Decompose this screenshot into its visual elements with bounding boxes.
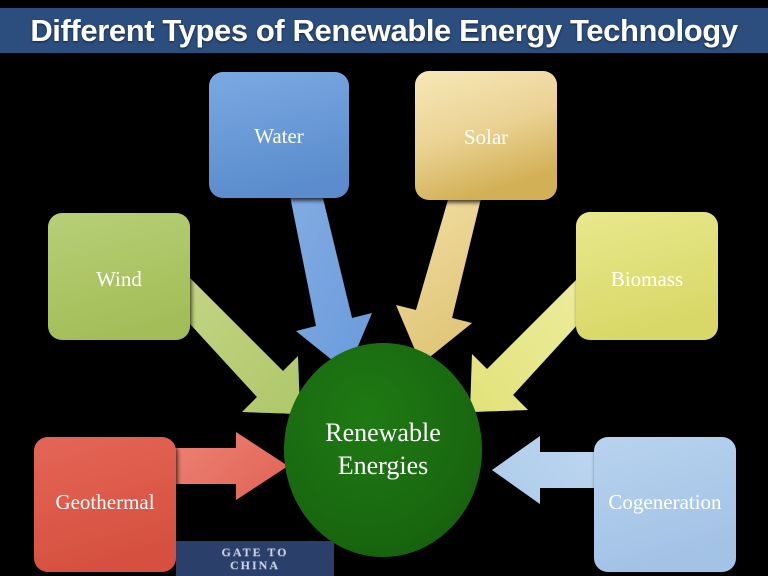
node-label-wind: Wind xyxy=(96,267,142,291)
center-label-line1: Renewable xyxy=(325,418,441,447)
watermark-gate-to-china: GATE TO CHINA xyxy=(176,541,334,576)
node-label-biomass: Biomass xyxy=(611,267,683,291)
node-label-geothermal: Geothermal xyxy=(55,490,154,514)
node-box-cogeneration[interactable]: Cogeneration xyxy=(594,437,736,572)
arrow-biomass-to-center xyxy=(470,278,600,412)
page-title: Different Types of Renewable Energy Tech… xyxy=(30,12,738,48)
center-node-renewable-energies[interactable]: Renewable Energies xyxy=(284,343,482,557)
node-box-biomass[interactable]: Biomass xyxy=(576,212,718,340)
node-box-geothermal[interactable]: Geothermal xyxy=(34,437,176,572)
watermark-line-2: CHINA xyxy=(229,557,280,572)
node-label-water: Water xyxy=(254,124,304,148)
node-box-wind[interactable]: Wind xyxy=(48,213,190,340)
center-label-line2: Energies xyxy=(338,451,429,480)
node-box-solar[interactable]: Solar xyxy=(415,71,557,200)
title-banner: Different Types of Renewable Energy Tech… xyxy=(0,8,768,53)
node-label-solar: Solar xyxy=(464,125,508,149)
arrow-wind-to-center xyxy=(168,278,300,414)
node-box-water[interactable]: Water xyxy=(209,72,349,198)
arrow-water-to-center xyxy=(288,186,372,372)
arrow-solar-to-center xyxy=(396,186,484,364)
watermark-line-1: GATE TO xyxy=(221,545,289,560)
node-label-cogeneration: Cogeneration xyxy=(608,490,722,514)
arrow-geothermal-to-center xyxy=(160,432,288,500)
arrow-cogeneration-to-center xyxy=(492,436,612,504)
